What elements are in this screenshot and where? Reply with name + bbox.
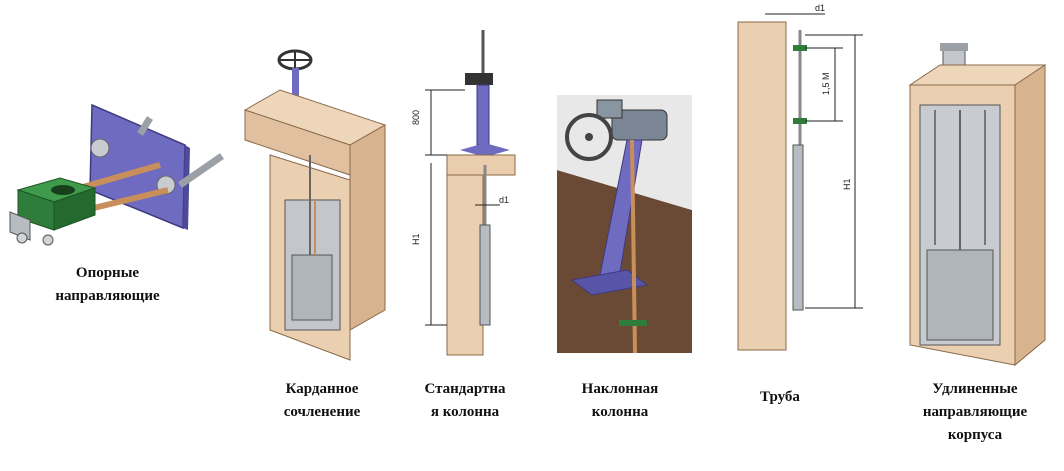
dim-h1-pipe: H1 bbox=[842, 178, 852, 190]
dim-d1-pipe: d1 bbox=[815, 3, 825, 13]
caption-cardan-joint: Карданное сочленение bbox=[283, 381, 361, 420]
caption-inclined-column: Наклонная колонна bbox=[581, 381, 659, 420]
panel-inclined-column bbox=[557, 95, 692, 353]
dim-d1-column: d1 bbox=[499, 195, 509, 205]
extended-guides-illustration bbox=[908, 43, 1047, 367]
panel-pipe: d1 1,5 М H1 bbox=[735, 0, 865, 355]
pipe-illustration: d1 1,5 М H1 bbox=[737, 3, 863, 351]
handwheel-icon bbox=[277, 49, 313, 71]
caption-support-guides: Опорные направляющие bbox=[55, 265, 160, 304]
panel-standard-column: 800 H1 d1 bbox=[405, 25, 535, 360]
electric-actuator-icon bbox=[596, 99, 668, 141]
standard-column-illustration: 800 H1 d1 bbox=[411, 30, 516, 356]
inclined-column-illustration bbox=[557, 95, 692, 353]
caption-extended-guides: Удлиненные направляющие корпуса bbox=[922, 381, 1028, 443]
caption-pipe: Труба bbox=[760, 389, 800, 405]
handwheel-icon bbox=[565, 113, 613, 161]
dim-1-5m: 1,5 М bbox=[821, 72, 831, 95]
dim-800: 800 bbox=[411, 110, 421, 125]
panel-cardan-joint bbox=[240, 40, 390, 370]
cardan-joint-illustration bbox=[243, 49, 387, 361]
support-guides-illustration bbox=[9, 103, 224, 246]
panel-extended-guides bbox=[905, 40, 1055, 370]
panel-support-guides bbox=[0, 90, 235, 250]
caption-standard-column: Стандартна я колонна bbox=[424, 381, 506, 420]
dim-h1-column: H1 bbox=[411, 233, 421, 245]
